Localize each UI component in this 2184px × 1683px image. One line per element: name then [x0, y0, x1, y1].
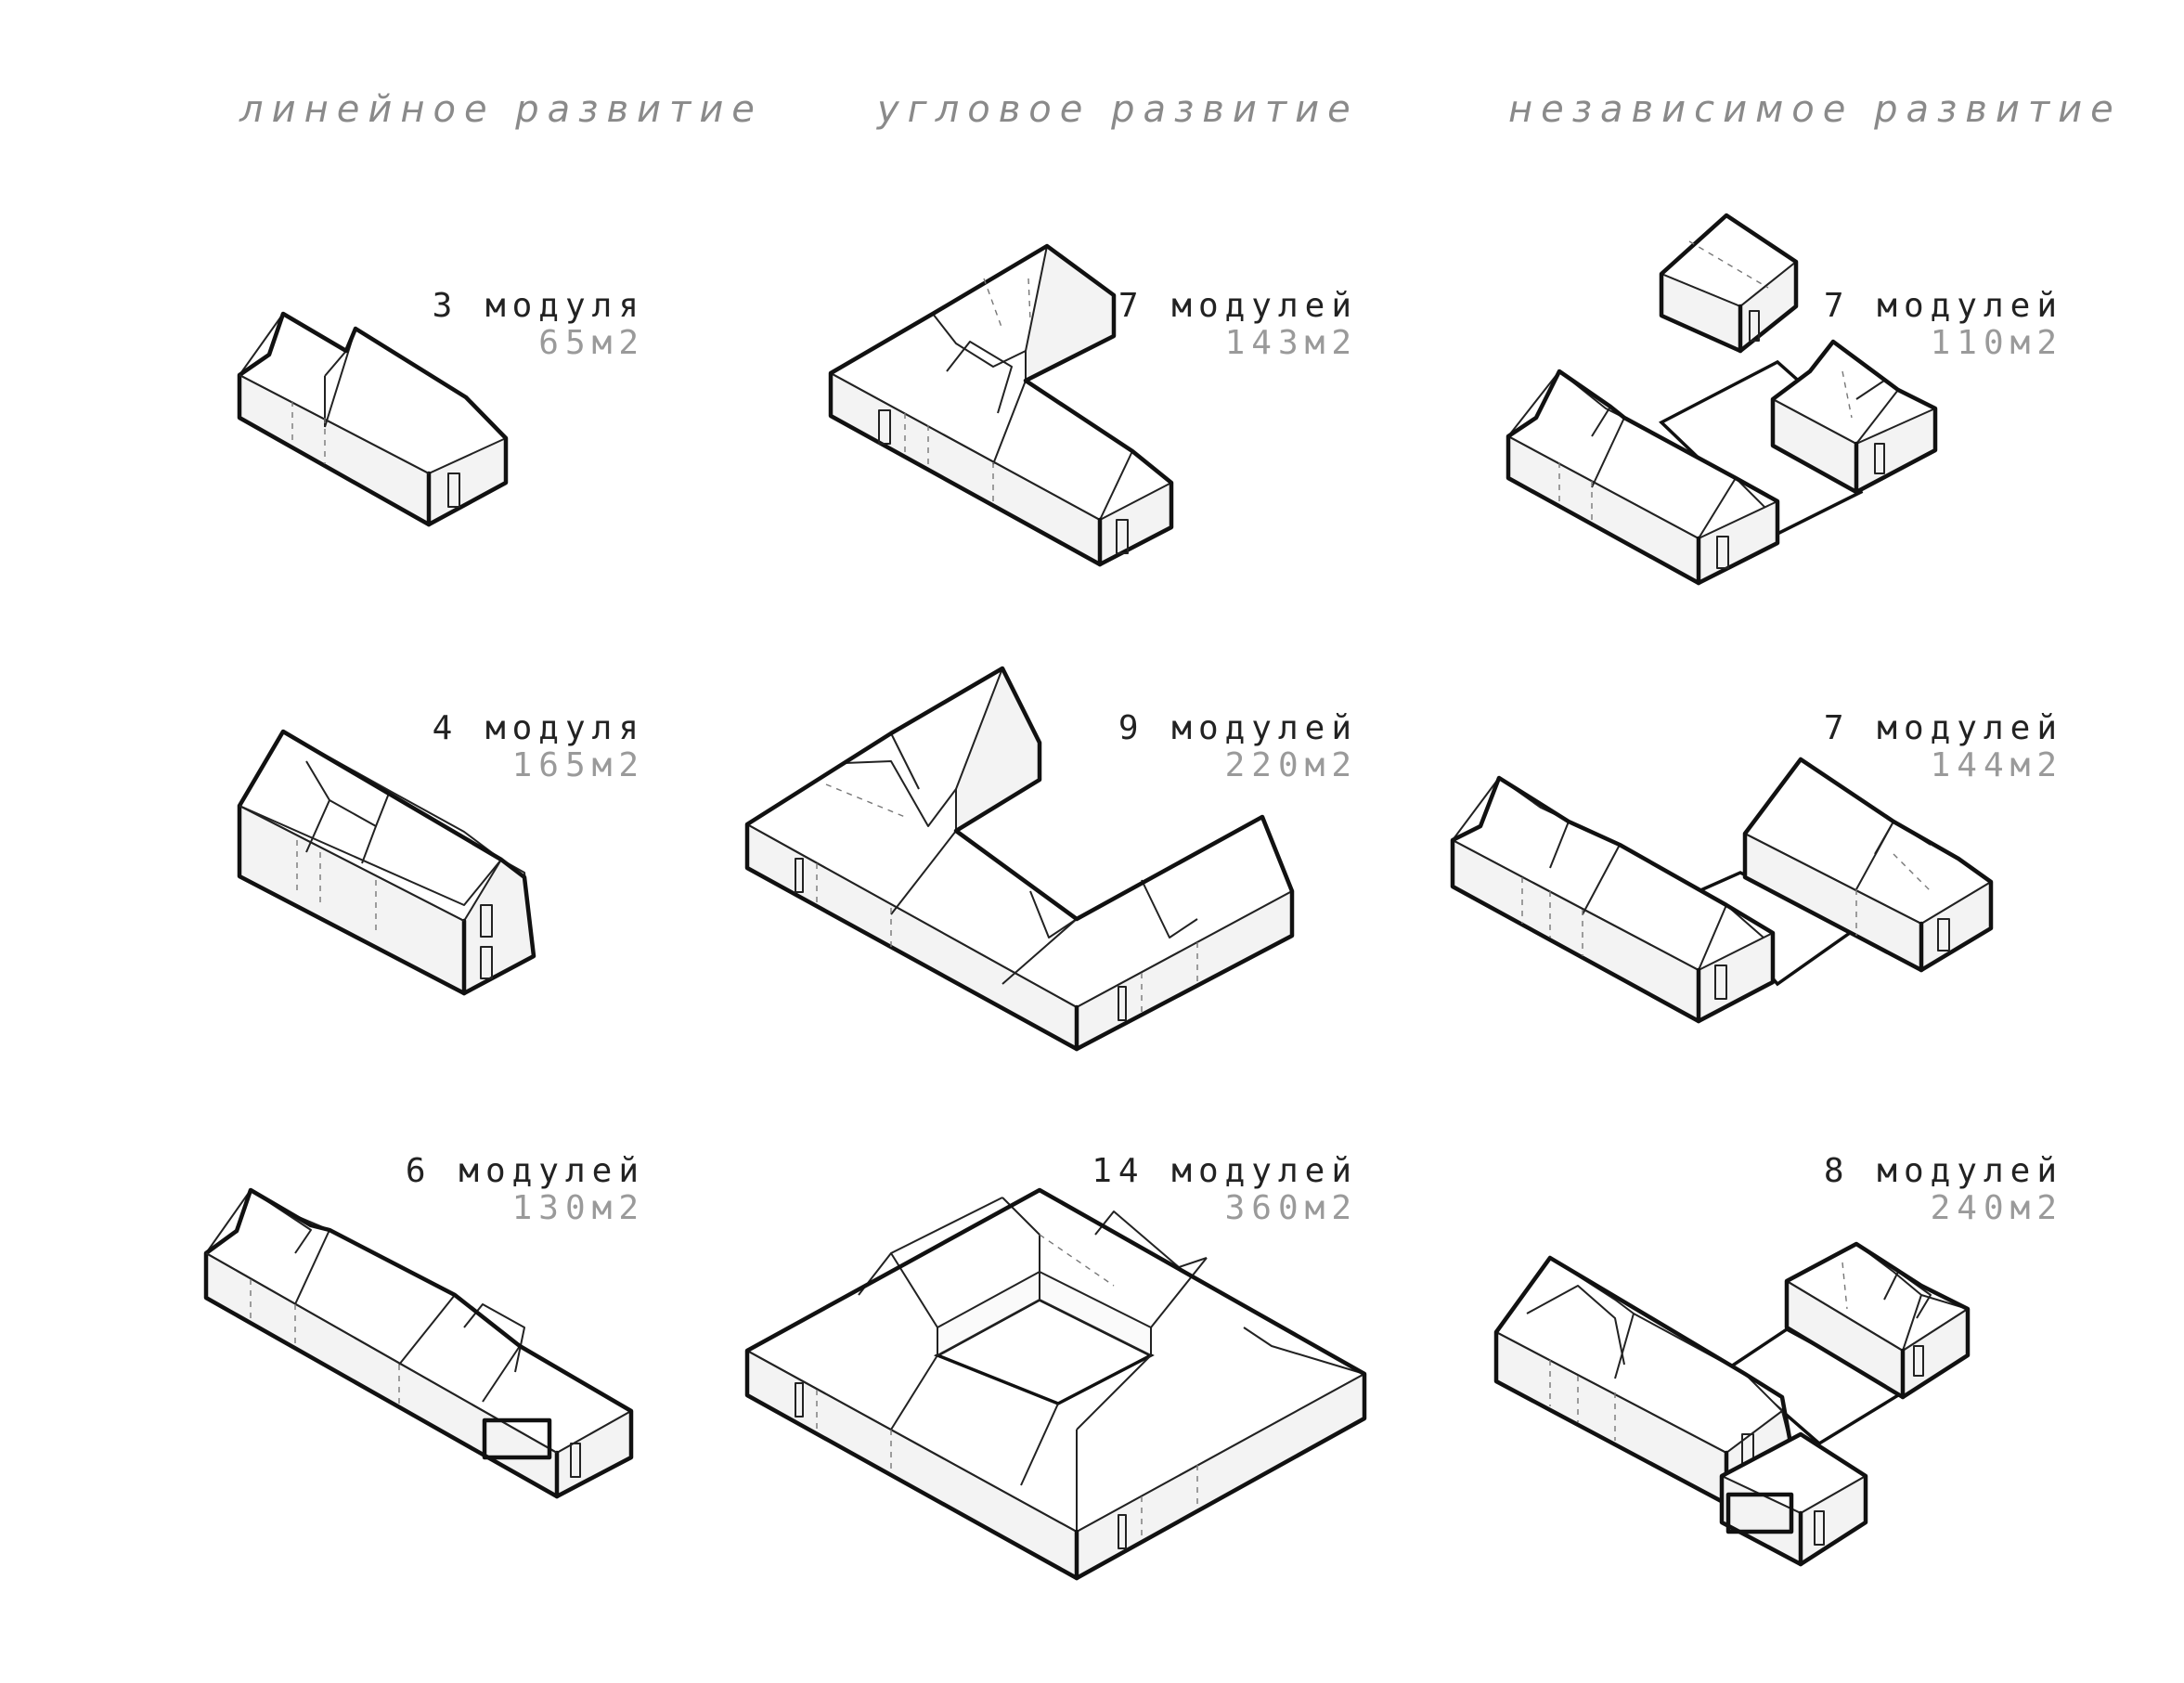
building-linear-3: [239, 314, 506, 524]
building-independent-7b: [1453, 759, 1991, 1021]
building-corner-14: [747, 1190, 1364, 1578]
building-independent-7a: [1508, 215, 1935, 583]
building-linear-6: [206, 1190, 631, 1496]
building-corner-7: [831, 246, 1171, 564]
building-linear-4: [239, 731, 534, 993]
building-corner-9: [747, 668, 1292, 1049]
building-independent-8: [1496, 1244, 1968, 1564]
